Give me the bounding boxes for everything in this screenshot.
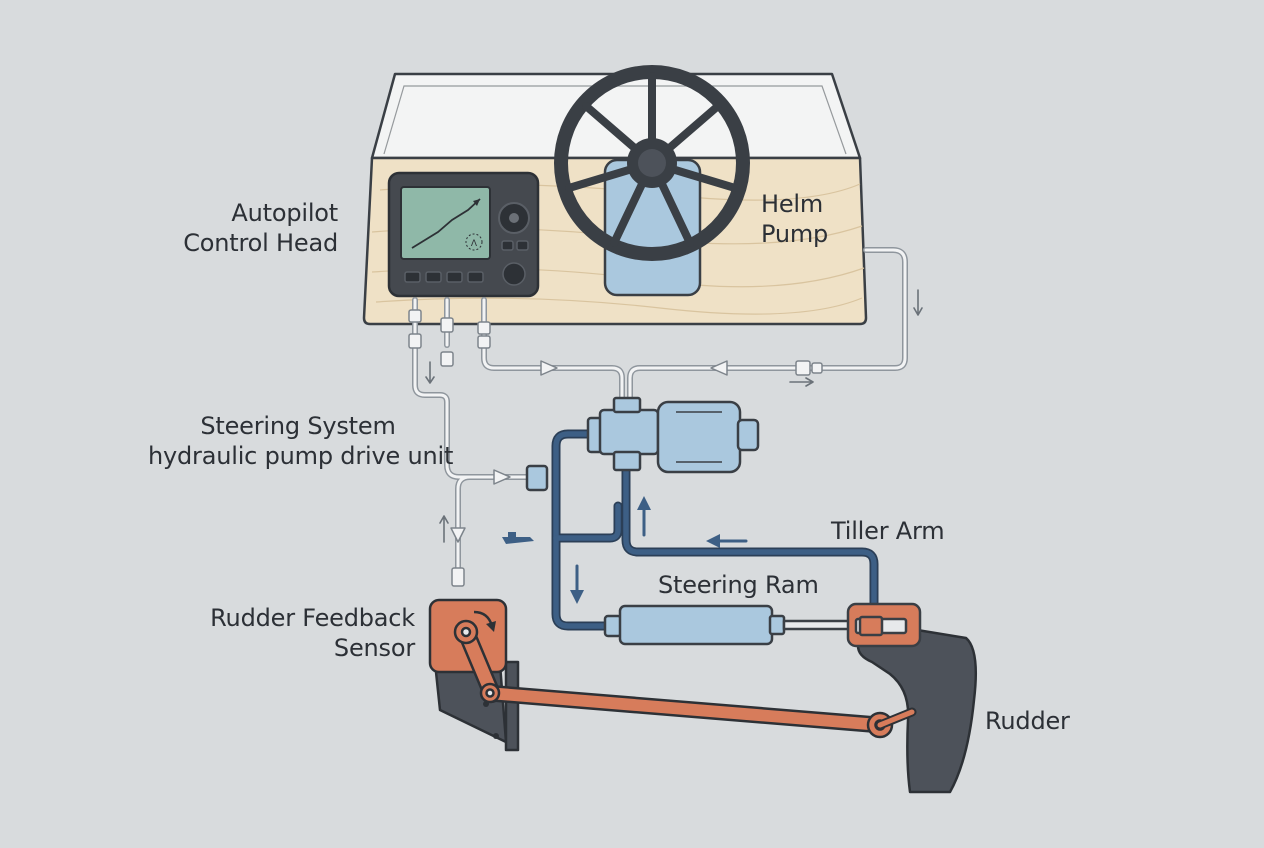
label-helm-pump: Helm Pump xyxy=(761,189,828,249)
label-autopilot-control-head: Autopilot Control Head xyxy=(183,198,338,258)
label-rudder: Rudder xyxy=(985,707,1070,735)
label-helm-line2: Pump xyxy=(761,220,829,248)
label-tiller-arm: Tiller Arm xyxy=(831,517,945,545)
rudder xyxy=(856,626,978,794)
label-drive-line2: hydraulic pump drive unit xyxy=(148,442,454,470)
feedback-linkage-rod xyxy=(479,682,917,739)
label-helm-line1: Helm xyxy=(761,190,824,218)
autopilot-control-head: Λ xyxy=(387,171,540,298)
label-autopilot-line2: Control Head xyxy=(183,229,338,257)
tiller-arm xyxy=(846,602,922,648)
svg-text:Λ: Λ xyxy=(471,239,478,249)
label-sensor-line1: Rudder Feedback xyxy=(210,604,415,632)
label-sensor-line2: Sensor xyxy=(333,634,415,662)
steering-ram xyxy=(603,604,886,646)
label-autopilot-line1: Autopilot xyxy=(231,199,338,227)
rudder-feedback-sensor xyxy=(428,598,520,752)
control-cables xyxy=(408,247,923,587)
label-steering-ram: Steering Ram xyxy=(658,571,819,599)
hydraulic-lines xyxy=(502,429,879,631)
label-drive-line1: Steering System xyxy=(200,412,396,440)
label-rudder-feedback-sensor: Rudder Feedback Sensor xyxy=(210,603,415,663)
steering-wheel xyxy=(554,65,750,261)
hydraulic-pump-drive-unit xyxy=(525,396,760,492)
label-hydraulic-pump-drive-unit: Steering System hydraulic pump drive uni… xyxy=(148,411,454,471)
control-head-keypad xyxy=(404,202,530,286)
